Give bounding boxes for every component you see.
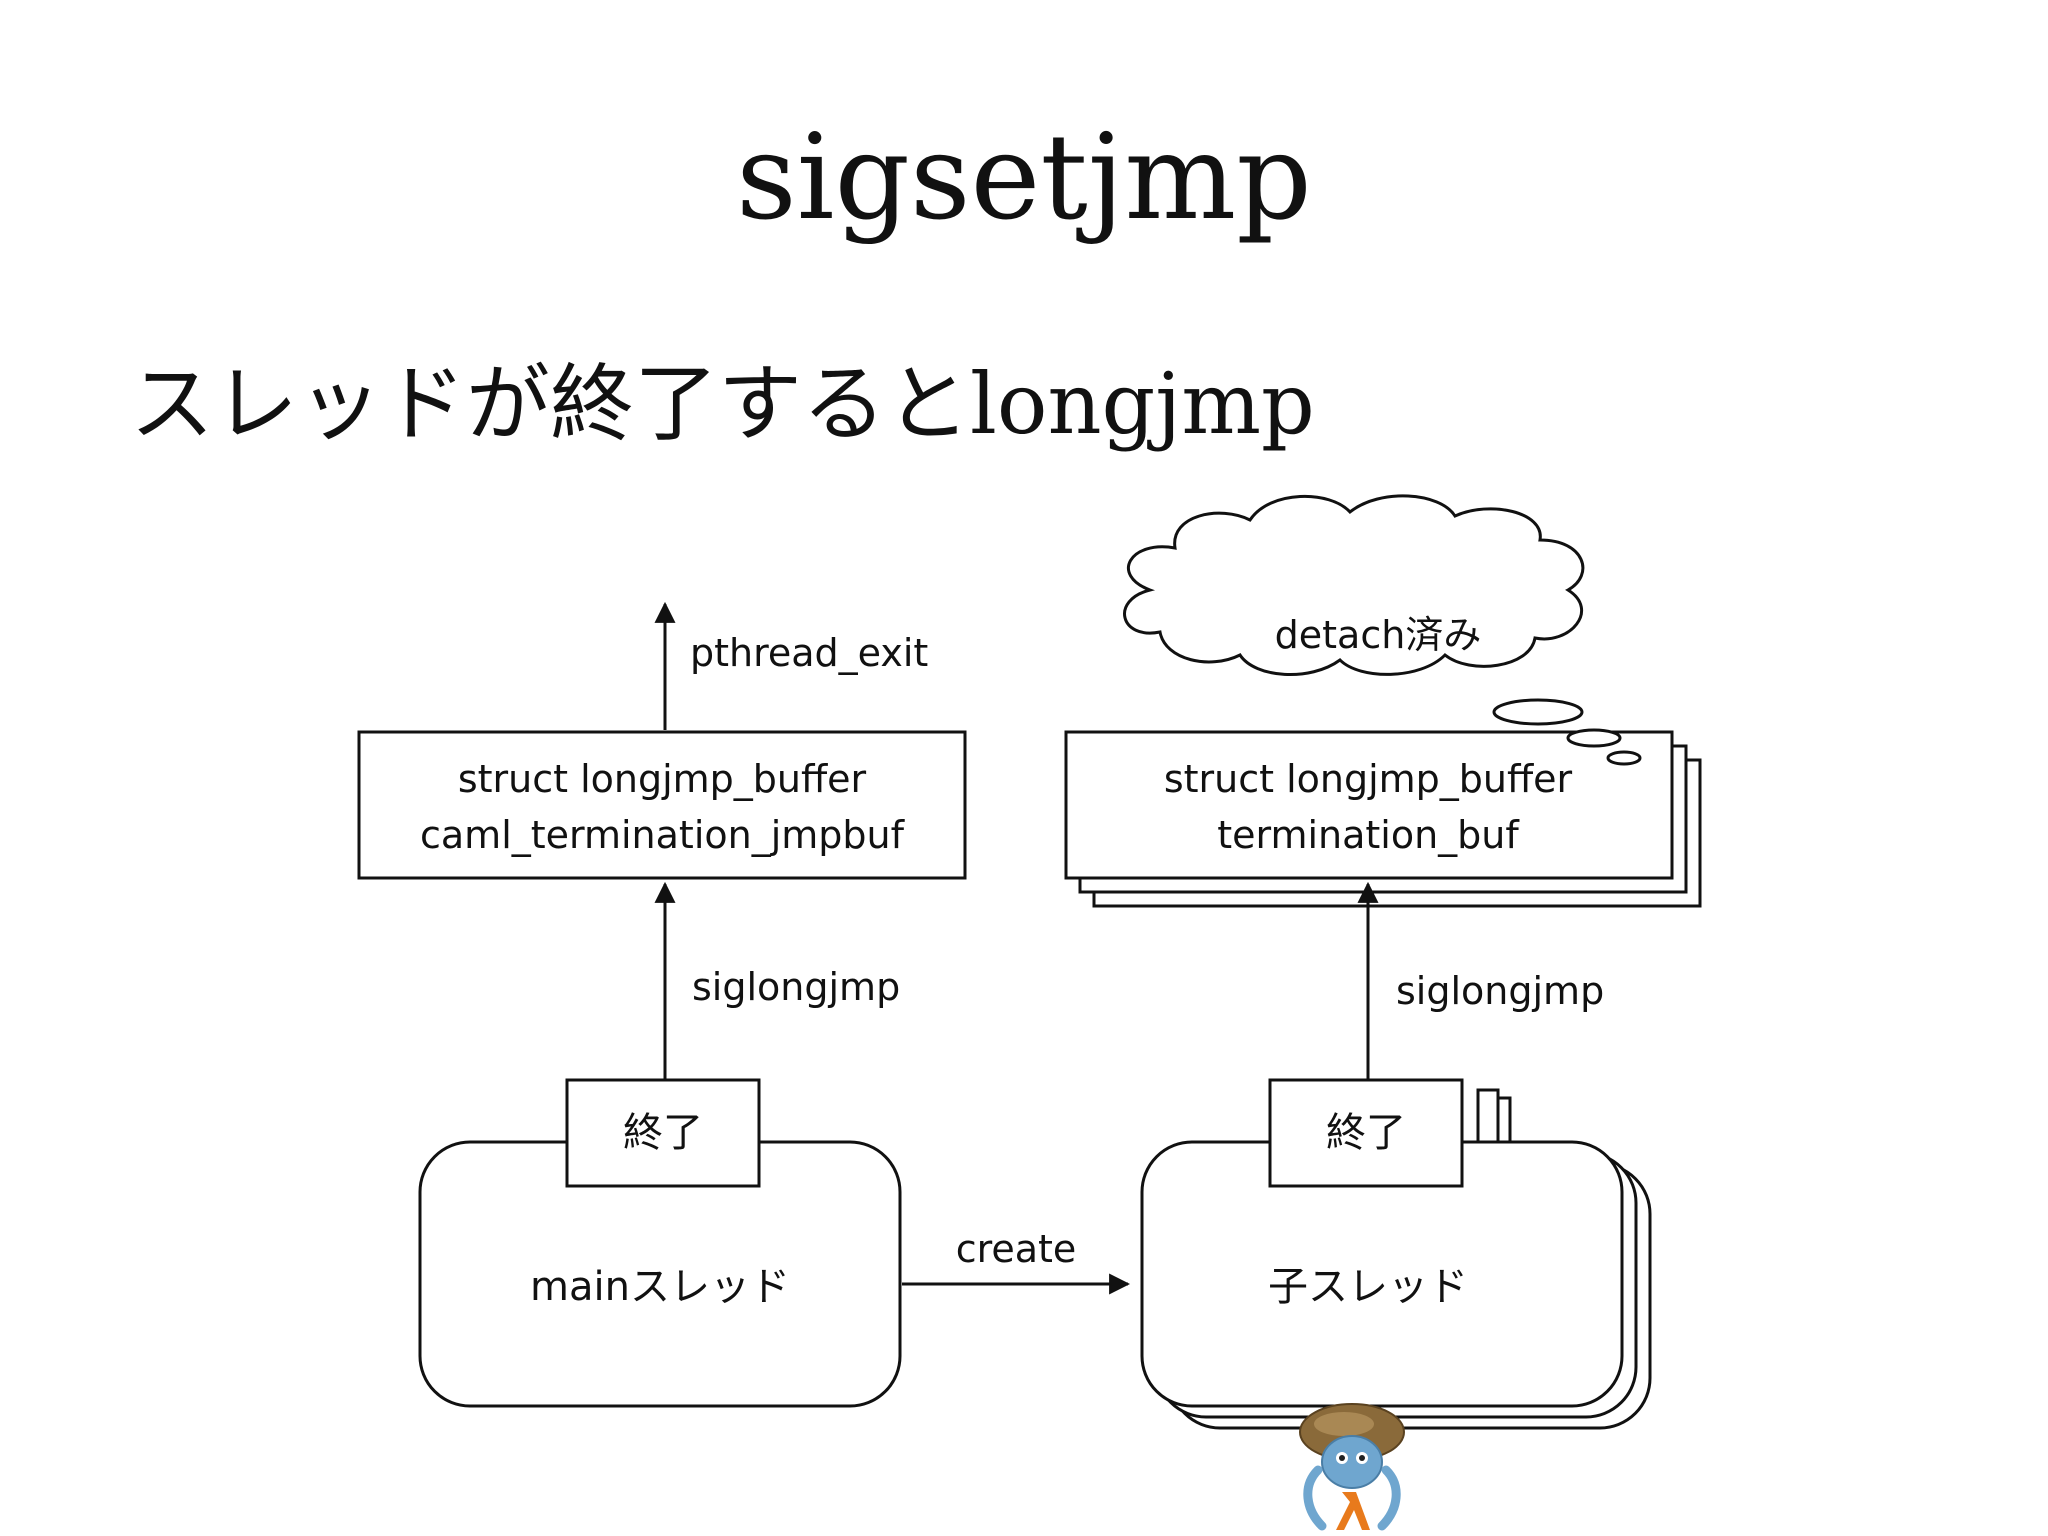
child-end-tab: 終了 (1268, 1078, 1464, 1188)
main-buffer-box: struct longjmp_buffer caml_termination_j… (357, 730, 967, 880)
main-siglongjmp-label: siglongjmp (692, 965, 900, 1009)
thought-bubble-large (1492, 698, 1584, 726)
child-thread-label: 子スレッド (1268, 1264, 1468, 1310)
main-end-tab: 終了 (565, 1078, 761, 1188)
child-buffer-stack: struct longjmp_buffer termination_buf (1064, 730, 1702, 908)
cloud-label: detach済み (1275, 613, 1482, 657)
hermit-crab-lambda-icon (1299, 1403, 1405, 1531)
thought-bubble-small (1606, 750, 1642, 766)
main-buffer-line1: struct longjmp_buffer (458, 757, 867, 801)
child-buffer-line2: termination_buf (1217, 813, 1520, 857)
child-thread-stack: 子スレッド (1140, 1088, 1652, 1430)
exit-label: pthread_exit (690, 631, 928, 675)
slide-title: sigsetjmp (736, 108, 1312, 246)
thought-bubble-medium (1566, 728, 1622, 748)
main-thread-box: mainスレッド (418, 1140, 902, 1408)
main-buffer-line2: caml_termination_jmpbuf (420, 813, 906, 857)
main-end-tab-label: 終了 (623, 1110, 703, 1156)
slide-subtitle: スレッドが終了するとlongjmp (130, 355, 1315, 453)
child-end-tab-label: 終了 (1326, 1110, 1406, 1156)
create-label: create (956, 1227, 1077, 1271)
main-thread-label: mainスレッド (530, 1264, 790, 1310)
detach-cloud: detach済み (1123, 494, 1642, 766)
child-siglongjmp-label: siglongjmp (1396, 969, 1604, 1013)
child-buffer-line1: struct longjmp_buffer (1164, 757, 1573, 801)
